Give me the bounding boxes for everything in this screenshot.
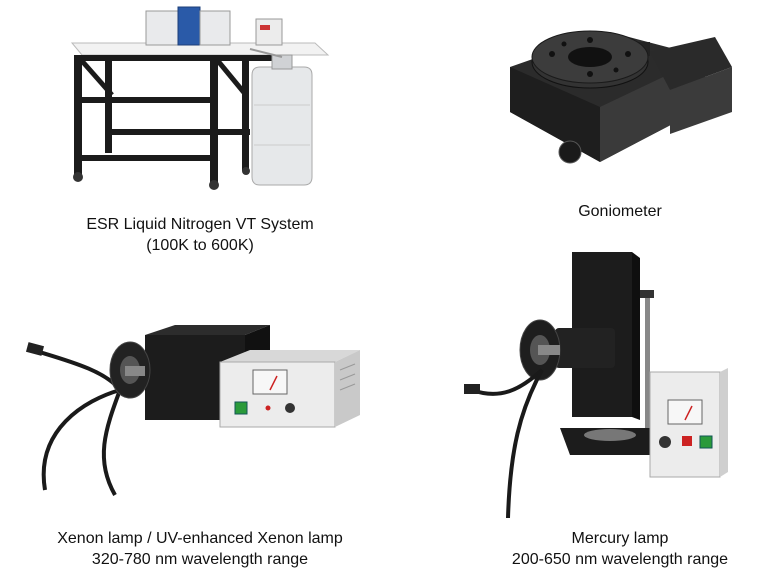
caption-mercury-lamp: Mercury lamp 200-650 nm wavelength range bbox=[490, 528, 750, 570]
esr-vt-system-image bbox=[70, 6, 330, 190]
goniometer-image bbox=[510, 30, 732, 164]
caption-goniometer: Goniometer bbox=[520, 201, 720, 222]
caption-line: 200-650 nm wavelength range bbox=[511, 551, 729, 568]
mercury-lamp-image bbox=[464, 252, 728, 519]
caption-line: ESR Liquid Nitrogen VT System bbox=[86, 216, 314, 233]
caption-xenon-lamp: Xenon lamp / UV-enhanced Xenon lamp 320-… bbox=[20, 528, 380, 570]
xenon-lamp-image bbox=[25, 325, 360, 496]
caption-line: Mercury lamp bbox=[571, 530, 669, 547]
caption-line: (100K to 600K) bbox=[146, 237, 254, 254]
caption-esr-vt-system: ESR Liquid Nitrogen VT System (100K to 6… bbox=[50, 214, 350, 256]
caption-line: Goniometer bbox=[578, 203, 662, 220]
caption-line: 320-780 nm wavelength range bbox=[91, 551, 309, 568]
caption-line: Xenon lamp / UV-enhanced Xenon lamp bbox=[57, 530, 343, 547]
